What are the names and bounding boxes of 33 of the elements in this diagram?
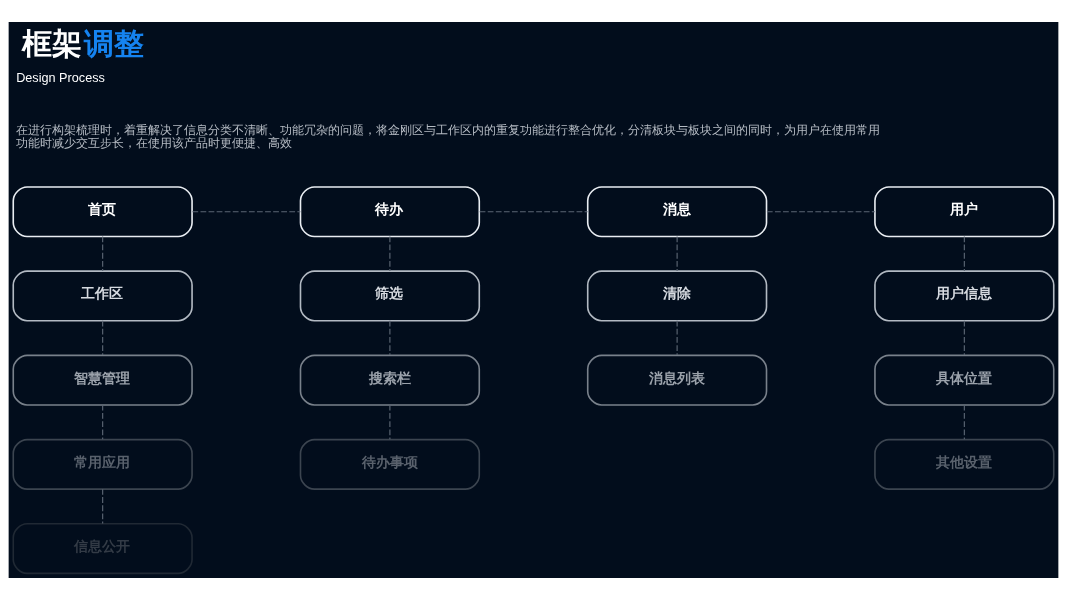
connector: [963, 236, 965, 272]
connector: [102, 404, 104, 440]
connector: [963, 404, 965, 440]
label: 在进行构架梳理时，着重解决了信息分类不清晰、功能冗杂的问题，将金刚区与工作区内的重复功能进行整合优化，分清板块与板块之间的同时，为用户在使用常用功能时减少交互步长，在使用该产品时更便捷、高效: [16, 123, 881, 149]
connector: [191, 211, 301, 213]
node-box: 清除: [586, 270, 768, 322]
node-box: 消息列表: [586, 354, 768, 406]
connector: [102, 488, 104, 525]
connector: [479, 211, 589, 213]
node-box: 筛选: [299, 270, 481, 322]
node-box: 消息: [586, 186, 768, 238]
connector: [963, 320, 965, 356]
node-box: 首页: [12, 186, 193, 238]
connector: [389, 404, 391, 440]
node-box: 工作区: [12, 270, 193, 322]
node-box: 其他设置: [874, 438, 1055, 490]
node-box: 待办: [299, 186, 481, 238]
label: Design Process: [16, 70, 105, 85]
node-box: 具体位置: [874, 354, 1055, 406]
connector: [389, 320, 391, 356]
connector: [676, 236, 678, 272]
node-box: 用户: [874, 186, 1055, 238]
node-box: 待办事项: [299, 438, 481, 490]
connector: [766, 211, 876, 213]
node-box: 常用应用: [12, 438, 193, 490]
connector: [676, 320, 678, 356]
connector: [102, 236, 104, 272]
node-box: 搜索栏: [299, 354, 481, 406]
connector: [102, 320, 104, 356]
node-box: 智慧管理: [12, 354, 193, 406]
node-box: 用户信息: [874, 270, 1055, 322]
connector: [389, 236, 391, 272]
diagram-title: 框架调整: [22, 27, 144, 61]
